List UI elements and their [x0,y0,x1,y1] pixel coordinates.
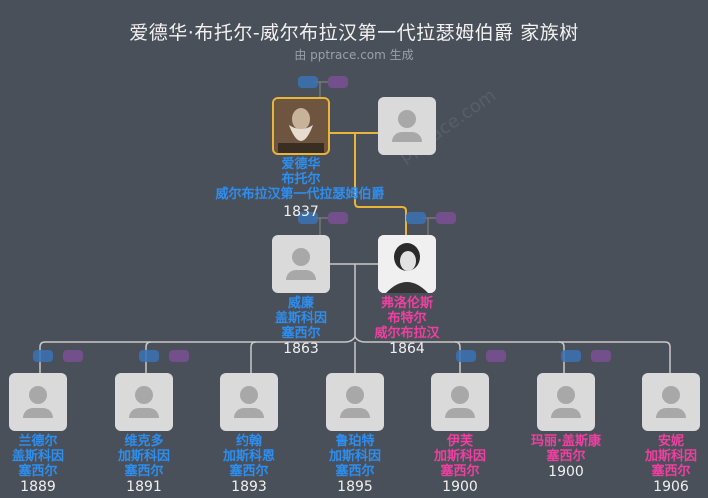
person-label-root: 爱德华 布托尔 [281,157,321,187]
person-placeholder-icon [557,386,575,404]
person-placeholder-icon [451,386,469,404]
expand-parents-male-badge[interactable] [298,76,318,88]
person-placeholder-icon [662,386,680,404]
person-label-florence: 弗洛伦斯 布特尔 威尔布拉汉 1864 [374,296,440,357]
expand-parents-male-badge[interactable] [406,212,426,224]
person-label-william: 威廉 盖斯科因 塞西尔 1863 [274,296,327,357]
portrait-photo [378,235,436,293]
person-title-root: 威尔布拉汉第一代拉瑟姆伯爵 [215,187,385,202]
person-placeholder-icon [29,386,47,404]
expand-parents-female-badge[interactable] [328,212,348,224]
person-placeholder-icon [398,110,416,128]
person-node-child[interactable] [431,373,489,431]
expand-male-badge[interactable] [33,350,53,362]
expand-female-badge[interactable] [486,350,506,362]
person-node-child[interactable] [642,373,700,431]
expand-female-badge[interactable] [63,350,83,362]
expand-female-badge[interactable] [591,350,611,362]
page-title: 爱德华·布托尔-威尔布拉汉第一代拉瑟姆伯爵 家族树 [129,22,579,44]
person-node-root[interactable] [272,97,330,155]
person-node-child[interactable] [537,373,595,431]
expand-male-badge[interactable] [139,350,159,362]
person-node-child[interactable] [220,373,278,431]
expand-male-badge[interactable] [561,350,581,362]
person-placeholder-icon [346,386,364,404]
person-placeholder-icon [292,248,310,266]
expand-female-badge[interactable] [169,350,189,362]
person-node-child[interactable] [9,373,67,431]
portrait-photo [274,99,328,153]
person-node-child[interactable] [115,373,173,431]
expand-male-badge[interactable] [456,350,476,362]
expand-parents-male-badge[interactable] [298,212,318,224]
person-node-william[interactable] [272,235,330,293]
expand-parents-female-badge[interactable] [328,76,348,88]
person-placeholder-icon [240,386,258,404]
person-node-root-spouse[interactable] [378,97,436,155]
expand-parents-female-badge[interactable] [436,212,456,224]
person-placeholder-icon [135,386,153,404]
person-node-florence[interactable] [378,235,436,293]
page-subtitle: 由 pptrace.com 生成 [294,48,414,62]
person-node-child[interactable] [326,373,384,431]
person-year-root: 1837 [283,204,319,220]
